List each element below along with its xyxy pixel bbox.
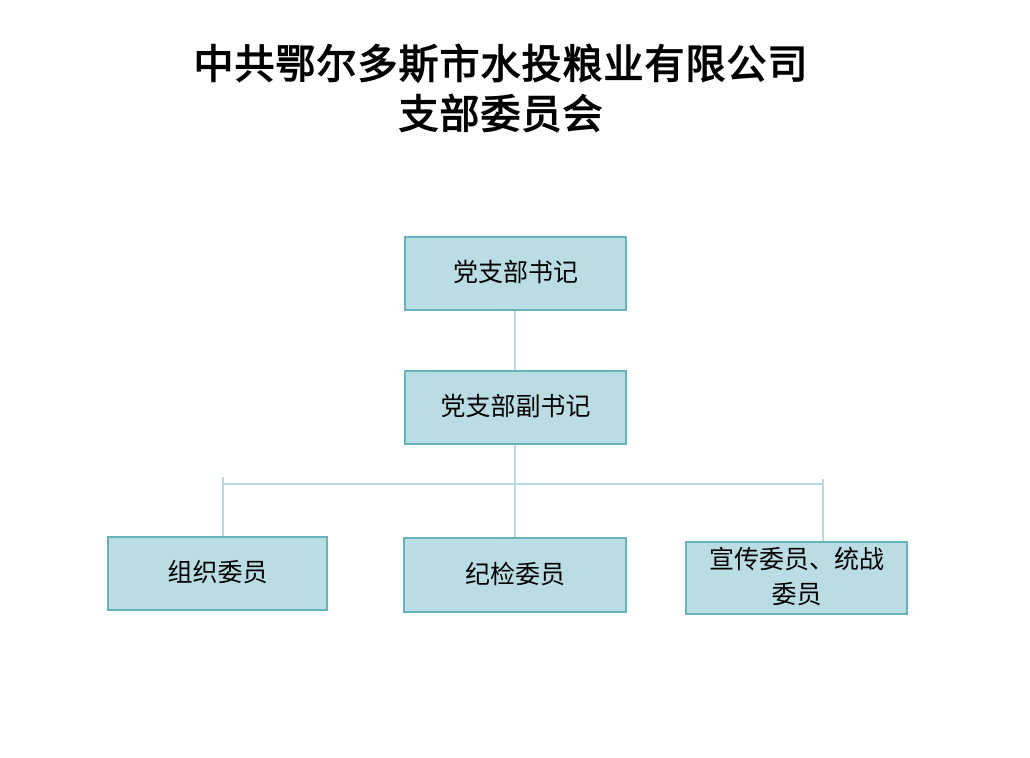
slide-title-line2: 支部委员会 [398,92,604,137]
org-node-organization-label: 组织委员 [167,560,268,587]
org-node-secretary-label: 党支部书记 [452,260,578,287]
org-node-deputy-secretary: 党支部副书记 [404,370,627,445]
connector-deputy-stem [514,445,516,537]
connector-drop-organization [222,477,224,536]
org-node-publicity: 宣传委员、统战 委员 [685,541,908,615]
org-node-secretary: 党支部书记 [404,236,627,311]
org-node-discipline: 纪检委员 [403,537,627,613]
connector-horizontal-rail [222,483,824,485]
slide-title: 中共鄂尔多斯市水投粮业有限公司 支部委员会 [0,40,1016,140]
connector-drop-publicity [822,479,824,541]
org-node-organization: 组织委员 [107,536,328,611]
org-node-deputy-secretary-label: 党支部副书记 [440,394,591,421]
connector-secretary-to-deputy [514,311,516,370]
org-node-discipline-label: 纪检委员 [464,561,565,589]
slide-title-line1: 中共鄂尔多斯市水投粮业有限公司 [193,42,809,87]
org-node-publicity-label: 宣传委员、统战 委员 [708,547,884,609]
